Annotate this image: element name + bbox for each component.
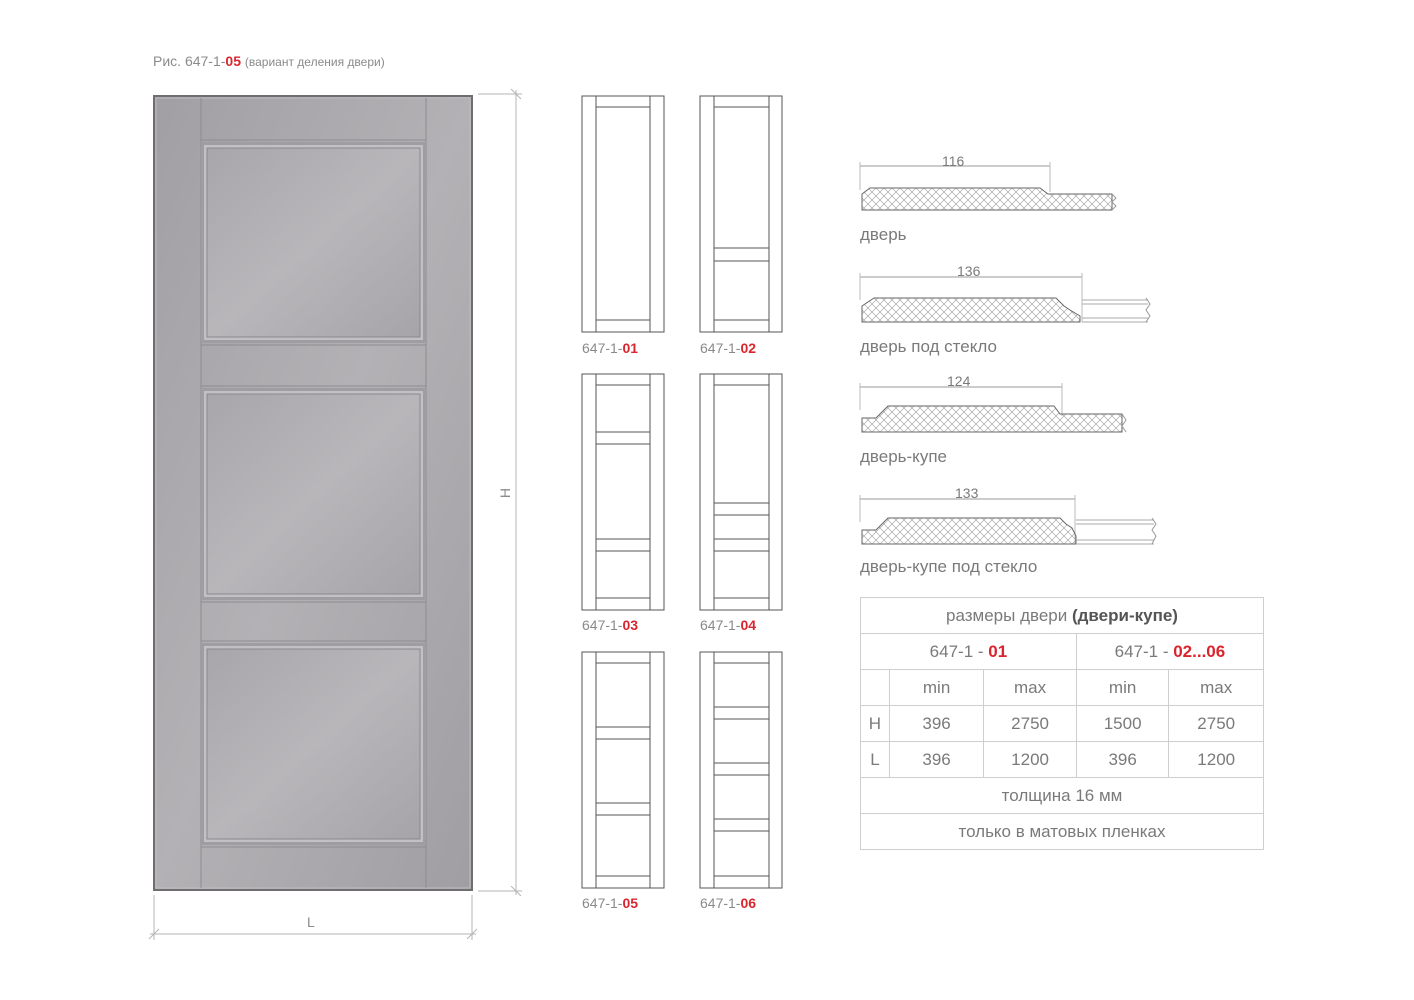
profile-label-coupe: дверь-купе bbox=[860, 447, 947, 466]
profile-door-section bbox=[859, 162, 1117, 211]
thumbnail-prefix: 647-1- bbox=[582, 895, 623, 911]
table-row-width: L 396 1200 396 1200 bbox=[860, 741, 1264, 778]
height-dimension-line bbox=[478, 88, 522, 897]
height-dimension-label: H bbox=[497, 487, 514, 499]
table-title-plain: размеры двери bbox=[946, 605, 1072, 625]
thumbnail-prefix: 647-1- bbox=[700, 617, 741, 633]
thumbnail-prefix: 647-1- bbox=[700, 895, 741, 911]
thumbnail-label-05: 647-1-05 bbox=[582, 895, 638, 911]
profile-dim-door: 116 bbox=[942, 153, 965, 169]
thumbnail-label-03: 647-1-03 bbox=[582, 617, 638, 633]
door-illustration bbox=[153, 95, 473, 891]
thumbnail-label-02: 647-1-02 bbox=[700, 340, 756, 356]
door-panel-bottom bbox=[201, 643, 426, 845]
thumbnail-label-04: 647-1-04 bbox=[700, 617, 756, 633]
table-cell: 396 bbox=[888, 705, 985, 742]
profile-label-door: дверь bbox=[860, 225, 907, 244]
thumbnail-prefix: 647-1- bbox=[582, 340, 623, 356]
thumbnail-code: 02 bbox=[740, 340, 757, 356]
door-panel-middle bbox=[201, 388, 426, 600]
thumbnail-02[interactable] bbox=[699, 95, 783, 333]
thumbnail-code: 06 bbox=[740, 895, 757, 911]
table-cell: 2750 bbox=[983, 705, 1077, 742]
thumbnail-code: 05 bbox=[622, 895, 639, 911]
thumbnail-code: 03 bbox=[622, 617, 639, 633]
profile-label-door-glass: дверь под стекло bbox=[860, 337, 997, 356]
table-corner-cell bbox=[860, 669, 890, 706]
table-row-label: H bbox=[860, 705, 890, 742]
thumbnail-prefix: 647-1- bbox=[700, 340, 741, 356]
table-row-label: L bbox=[860, 741, 890, 778]
group-prefix: 647-1 - bbox=[1114, 641, 1174, 661]
thumbnail-01[interactable] bbox=[581, 95, 665, 333]
table-cell: 1200 bbox=[983, 741, 1077, 778]
figure-caption: Рис. 647-1-05 (вариант деления двери) bbox=[153, 53, 385, 69]
thumbnail-03[interactable] bbox=[581, 373, 665, 611]
table-group-02-06: 647-1 - 02...06 bbox=[1075, 633, 1265, 670]
thumbnail-prefix: 647-1- bbox=[582, 617, 623, 633]
table-cell: 396 bbox=[888, 741, 985, 778]
table-cell: 2750 bbox=[1168, 705, 1264, 742]
profile-dim-coupe-glass: 133 bbox=[955, 485, 979, 501]
profile-label-coupe-glass: дверь-купе под стекло bbox=[860, 557, 1038, 576]
table-header-min: min bbox=[1075, 669, 1170, 706]
thumbnail-code: 04 bbox=[740, 617, 757, 633]
table-group-01: 647-1 - 01 bbox=[860, 633, 1077, 670]
group-prefix: 647-1 - bbox=[929, 641, 989, 661]
profile-coupe-door-section bbox=[859, 383, 1127, 433]
table-note: только в матовых пленках bbox=[860, 813, 1264, 850]
table-header-min: min bbox=[888, 669, 985, 706]
door-panel-top bbox=[201, 142, 426, 343]
table-title-bold: (двери-купе) bbox=[1071, 605, 1178, 625]
group-code: 01 bbox=[988, 641, 1008, 661]
caption-note: (вариант деления двери) bbox=[244, 55, 385, 69]
caption-prefix: Рис. 647-1- bbox=[153, 53, 226, 69]
caption-code: 05 bbox=[225, 53, 241, 69]
table-cell: 1500 bbox=[1075, 705, 1170, 742]
thumbnail-code: 01 bbox=[622, 340, 639, 356]
door-size-table: размеры двери (двери-купе) 647-1 - 01 64… bbox=[860, 597, 1265, 850]
table-row-height: H 396 2750 1500 2750 bbox=[860, 705, 1264, 742]
profile-coupe-door-glass-section bbox=[859, 495, 1157, 545]
profile-door-glass-section bbox=[859, 273, 1151, 323]
table-thickness: толщина 16 мм bbox=[860, 777, 1264, 814]
table-cell: 1200 bbox=[1168, 741, 1264, 778]
group-code: 02...06 bbox=[1173, 641, 1226, 661]
thumbnail-label-06: 647-1-06 bbox=[700, 895, 756, 911]
thumbnail-05[interactable] bbox=[581, 651, 665, 889]
thumbnail-04[interactable] bbox=[699, 373, 783, 611]
thumbnail-label-01: 647-1-01 bbox=[582, 340, 638, 356]
width-dimension-line bbox=[148, 895, 478, 940]
table-title: размеры двери (двери-купе) bbox=[860, 597, 1264, 634]
width-dimension-label: L bbox=[307, 914, 315, 930]
profile-dim-door-glass: 136 bbox=[957, 263, 981, 279]
table-header-max: max bbox=[983, 669, 1077, 706]
thumbnail-06[interactable] bbox=[699, 651, 783, 889]
table-header-max: max bbox=[1168, 669, 1264, 706]
table-cell: 396 bbox=[1075, 741, 1170, 778]
profile-dim-coupe: 124 bbox=[947, 373, 971, 389]
